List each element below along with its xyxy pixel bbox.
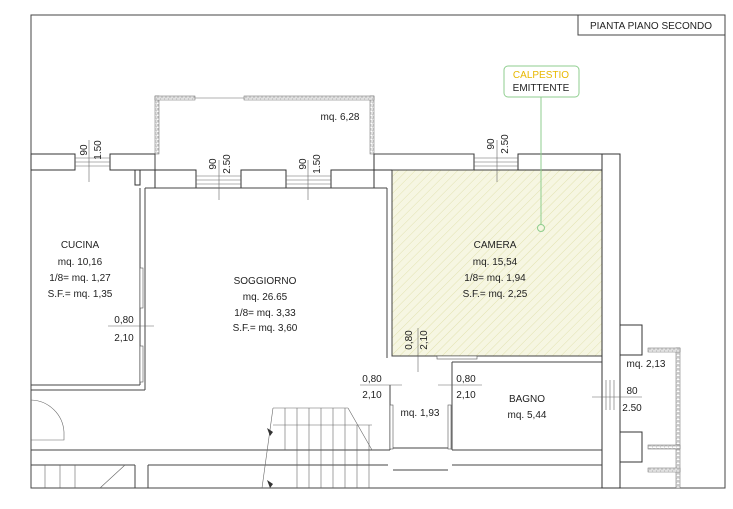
dim-width: 90: [486, 138, 497, 150]
dimension-labels: 90 1.50 90 2.50 90 1.50 90 2.50 0,80 2,1…: [79, 134, 642, 414]
dim-width: 0,80: [114, 315, 134, 326]
dim-width: 90: [298, 158, 309, 170]
camera-heated-floor: [391, 169, 603, 357]
dim-height: 1.50: [93, 140, 104, 160]
title-box: [577, 14, 726, 36]
balcony-right-area: mq. 2,13: [627, 359, 666, 370]
room-sf: S.F.= mq. 3,60: [233, 323, 298, 334]
dim-height: 2.50: [622, 403, 642, 414]
dim-width: 80: [626, 386, 638, 397]
dim-height: 2,10: [362, 390, 382, 401]
dim-width: 90: [208, 158, 219, 170]
room-sf: S.F.= mq. 1,35: [48, 289, 113, 300]
drawing-frame: [30, 14, 726, 489]
legend-calpestio: CALPESTIO: [513, 70, 569, 81]
room-ratio: 1/8= mq. 1,94: [464, 273, 526, 284]
dim-height: 2,10: [419, 330, 430, 350]
walls: [30, 153, 643, 489]
plan-title: PIANTA PIANO SECONDO: [590, 21, 712, 32]
dim-width: 0,80: [404, 330, 415, 350]
room-area: mq. 5,44: [508, 410, 547, 421]
dim-height: 2.50: [222, 154, 233, 174]
dim-height: 2,10: [114, 333, 134, 344]
room-name: CUCINA: [61, 240, 100, 251]
staircase: [44, 407, 373, 489]
legend-emittente: EMITTENTE: [513, 83, 570, 94]
room-ratio: 1/8= mq. 1,27: [49, 273, 111, 284]
room-camera: CAMERA mq. 15,54 1/8= mq. 1,94 S.F.= mq.…: [463, 240, 528, 300]
balcony-top-area: mq. 6,28: [321, 112, 360, 123]
room-name: SOGGIORNO: [234, 276, 297, 287]
dim-height: 2,10: [456, 390, 476, 401]
room-area: mq. 10,16: [58, 257, 103, 268]
legend-leader-dot: [537, 224, 545, 232]
balcony-right: [647, 347, 681, 489]
room-bagno: BAGNO mq. 5,44: [508, 394, 547, 421]
room-name: CAMERA: [474, 240, 517, 251]
room-soggiorno: SOGGIORNO mq. 26.65 1/8= mq. 3,33 S.F.= …: [233, 276, 298, 334]
room-name: BAGNO: [509, 394, 545, 405]
room-disimpegno-area: mq. 1,93: [401, 408, 440, 419]
doors: [30, 267, 478, 450]
room-area: mq. 15,54: [473, 257, 518, 268]
dim-width: 0,80: [362, 374, 382, 385]
dim-height: 1.50: [312, 154, 323, 174]
room-cucina: CUCINA mq. 10,16 1/8= mq. 1,27 S.F.= mq.…: [48, 240, 113, 300]
room-area: mq. 26.65: [243, 292, 288, 303]
room-sf: S.F.= mq. 2,25: [463, 289, 528, 300]
windows: [75, 157, 615, 410]
dim-width: 0,80: [456, 374, 476, 385]
room-ratio: 1/8= mq. 3,33: [234, 308, 296, 319]
dim-width: 90: [79, 144, 90, 156]
dim-height: 2.50: [500, 134, 511, 154]
balcony-top: [154, 95, 375, 155]
